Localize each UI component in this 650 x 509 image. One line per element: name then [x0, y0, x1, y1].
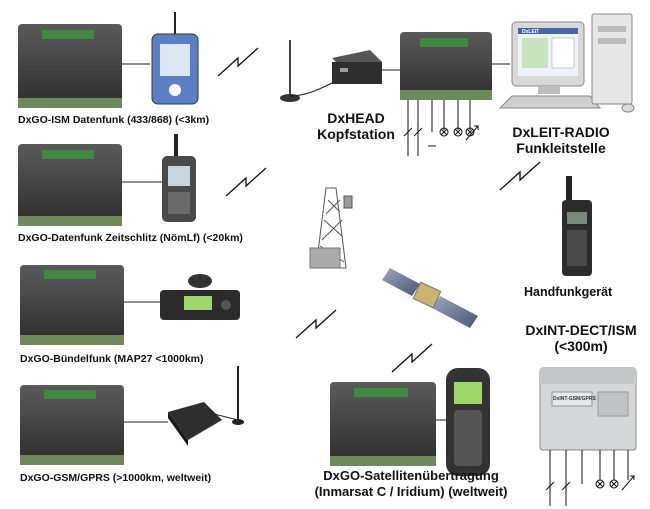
- dect-module: [539, 367, 637, 451]
- radio-link-2: [225, 167, 267, 197]
- radio-link-symbols: [217, 47, 541, 373]
- label-dxleit: DxLEIT-RADIO Funkleitstelle: [496, 124, 626, 156]
- label-dxhead-line2: Kopfstation: [317, 126, 395, 142]
- zeitschlitz-radio: [162, 134, 196, 222]
- dxhead-io-symbols: [403, 100, 480, 156]
- label-satellite: DxGO-Satellitenübertragung (Inmarsat C /…: [286, 468, 536, 500]
- label-handfunk: Handfunkgerät: [524, 285, 613, 299]
- label-dxleit-line1: DxLEIT-RADIO: [512, 124, 610, 140]
- dxgo-module-gsm: [20, 385, 168, 465]
- dxgo-module-ism: [18, 24, 150, 108]
- label-dxhead: DxHEAD Kopfstation: [306, 110, 406, 142]
- dxleit-computer: [498, 13, 635, 113]
- dxhead-antenna: [280, 40, 335, 102]
- label-satellite-line2: (Inmarsat C / Iridium) (weltweit): [314, 484, 508, 499]
- gsm-modem: [168, 366, 244, 446]
- label-ism: DxGO-ISM Datenfunk (433/868) (<3km): [18, 114, 210, 126]
- dxgo-module-zeitschlitz: [18, 144, 162, 226]
- label-dect-line2: (<300m): [554, 338, 608, 354]
- satellite-icon: [382, 268, 478, 328]
- label-buendelfunk: DxGO-Bündelfunk (MAP27 <1000km): [20, 353, 204, 365]
- label-dxleit-line2: Funkleitstelle: [516, 140, 606, 156]
- dxhead-module: [400, 32, 510, 100]
- label-gsm: DxGO-GSM/GPRS (>1000km, weltweit): [20, 472, 212, 484]
- dect-module-text: DxINT-GSM/GPRS: [553, 396, 596, 402]
- label-dxhead-line1: DxHEAD: [327, 110, 385, 126]
- handheld-radio: [562, 176, 592, 276]
- dxgo-module-satellite: [330, 382, 446, 466]
- dxgo-module-buendelfunk: [20, 265, 160, 345]
- label-dect: DxINT-DECT/ISM (<300m): [516, 322, 646, 354]
- radio-mast-icon: [309, 187, 353, 269]
- satellite-phone: [446, 368, 490, 476]
- dect-io-symbols: [545, 450, 636, 506]
- ism-radio-modem: [151, 12, 199, 105]
- label-dect-line1: DxINT-DECT/ISM: [525, 322, 637, 338]
- radio-link-5: [499, 161, 541, 191]
- label-zeitschlitz: DxGO-Datenfunk Zeitschlitz (NömLf) (<20k…: [18, 232, 243, 244]
- buendelfunk-mobile-radio: [160, 274, 240, 320]
- radio-link-1: [217, 47, 259, 77]
- monitor-brand-text: DxLEIT: [522, 29, 540, 35]
- label-satellite-line1: DxGO-Satellitenübertragung: [323, 468, 499, 483]
- dxhead-box: [332, 50, 400, 84]
- radio-link-4: [391, 343, 433, 373]
- radio-link-3: [295, 309, 337, 339]
